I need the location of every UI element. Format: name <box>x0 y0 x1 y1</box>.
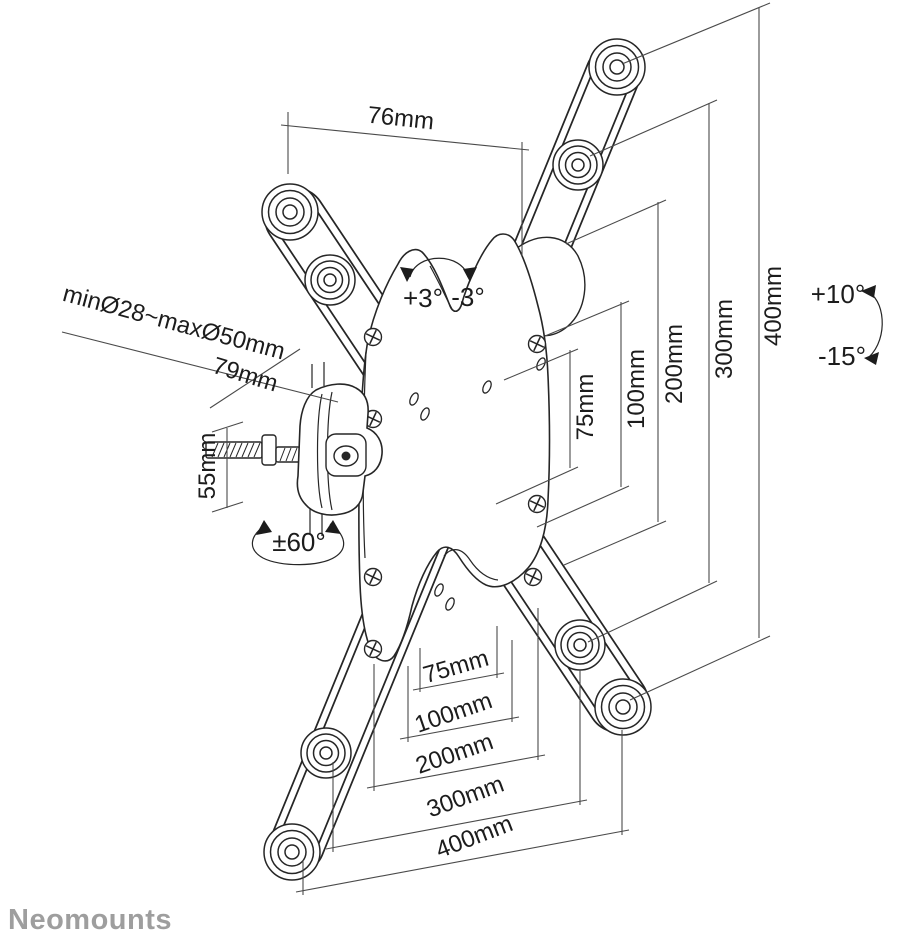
level-adjust-arrow <box>400 257 477 282</box>
screw <box>363 327 383 347</box>
dim-vesa-horizontal <box>295 608 630 895</box>
arrowhead-bottom <box>864 352 879 365</box>
label-pole-diameter: minØ28~maxØ50mm <box>60 280 288 365</box>
screw <box>527 334 547 354</box>
dim-h-300 <box>325 670 588 852</box>
label-vesa-v-400: 400mm <box>760 266 787 346</box>
dim-h-200 <box>366 608 546 791</box>
label-clamp-height: 55mm <box>194 433 221 500</box>
dim-vesa-vertical <box>495 2 771 701</box>
dim-v-200 <box>563 199 667 566</box>
vesa-plate-holes <box>409 357 546 611</box>
dim-v-75 <box>495 348 579 505</box>
washer <box>552 139 604 191</box>
label-top-width: 76mm <box>366 102 435 136</box>
screw <box>527 494 547 514</box>
label-vesa-v-75: 75mm <box>572 374 599 441</box>
dim-h-100 <box>399 640 520 742</box>
label-tilt-down: -15° <box>818 341 866 371</box>
arrowhead-right <box>463 267 477 282</box>
washer <box>300 727 352 779</box>
clamp-bolt-long <box>205 434 277 466</box>
washer <box>588 38 646 96</box>
label-vesa-v-200: 200mm <box>661 324 688 404</box>
washer <box>261 183 319 241</box>
arm-washers <box>261 38 652 881</box>
washer <box>594 678 652 736</box>
washer <box>554 619 606 671</box>
label-level-plus: +3° <box>403 283 443 313</box>
arrowhead-left <box>256 520 272 535</box>
dim-v-300 <box>587 99 718 643</box>
label-level-minus: -3° <box>451 282 485 312</box>
wall-clamp <box>205 362 383 536</box>
dim-top-width <box>280 112 530 256</box>
label-tilt-up: +10° <box>811 279 866 309</box>
dim-h-400 <box>295 730 630 895</box>
arrowhead-top <box>861 285 876 298</box>
dim-v-400 <box>621 2 771 701</box>
tilt-arrow <box>861 285 883 365</box>
swivel-arrow <box>251 520 345 566</box>
dim-pole-leader <box>61 331 339 403</box>
label-swivel: ±60° <box>272 527 326 557</box>
screw <box>523 567 543 587</box>
screw <box>363 639 383 659</box>
screw <box>363 567 383 587</box>
washer <box>263 823 321 881</box>
arrowhead-left <box>400 267 414 282</box>
brand-logo: Neomounts <box>8 904 172 936</box>
vesa-screws <box>363 327 547 659</box>
label-vesa-v-300: 300mm <box>711 299 738 379</box>
washer <box>304 254 356 306</box>
dim-h-75 <box>412 626 505 692</box>
dim-depth <box>209 348 301 409</box>
pivot-hole <box>341 451 351 461</box>
label-vesa-v-100: 100mm <box>623 349 650 429</box>
arrowhead-right <box>325 520 341 534</box>
dim-v-100 <box>536 300 630 528</box>
dim-clamp-height <box>211 421 244 513</box>
